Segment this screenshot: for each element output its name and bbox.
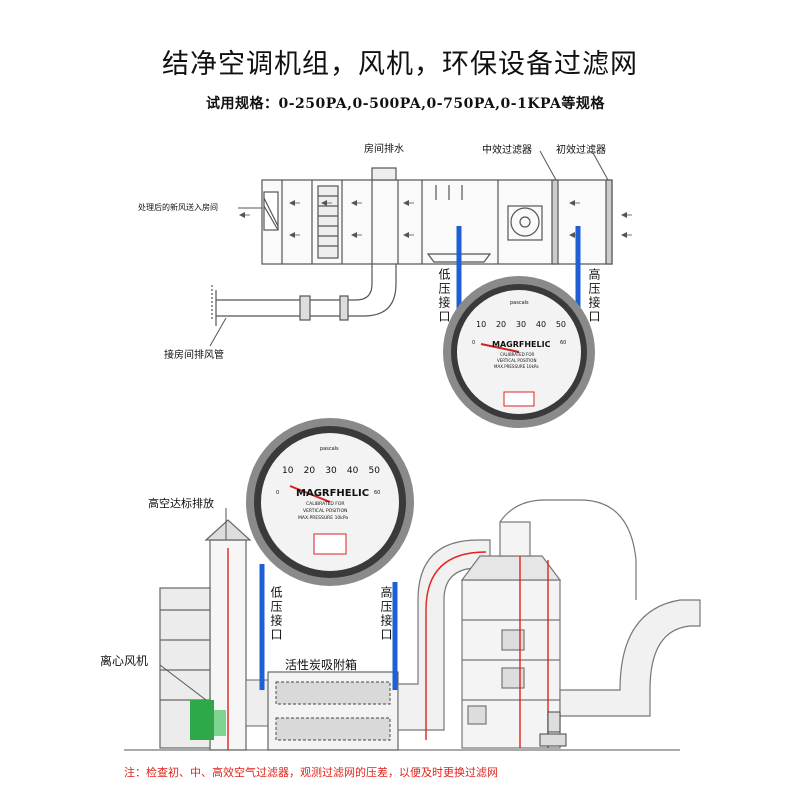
gauge-top-scale: 10 20 30 40 50: [476, 320, 566, 329]
inlet-duct: [559, 599, 701, 717]
gauge-top-unit: pascals: [510, 300, 529, 306]
leader-medium-filter: [539, 150, 557, 181]
label-fresh-air: 处理后的新风送入房间: [138, 203, 218, 212]
pump: [539, 711, 567, 747]
centrifugal-fan: [190, 700, 214, 740]
leader-fan: [159, 664, 207, 701]
gauge-bottom-max: MAX.PRESSURE 10kPa: [298, 516, 349, 521]
connecting-duct: [397, 539, 491, 740]
gauge-top-brand: MAGRFHELIC: [492, 340, 551, 349]
gauge-bottom-cal1: CALIBRATED FOR: [306, 502, 345, 507]
gauge-bottom-tick: 40: [346, 466, 359, 476]
gauge-top-tick: 50: [555, 320, 566, 329]
gauge-top-tick: 10: [476, 320, 487, 329]
page-title: 结净空调机组，风机，环保设备过滤网: [162, 49, 638, 80]
gauge-bottom-zero: 0: [276, 490, 280, 496]
gauge-bottom-tick: 20: [303, 466, 316, 476]
gauge-bottom-brand: MAGRFHELIC: [296, 488, 370, 499]
gauge-bottom-tick: 50: [368, 466, 380, 476]
gauge-top-tick: 20: [495, 320, 507, 329]
air-handling-unit: [261, 167, 613, 265]
gauge-top-max: MAX.PRESSURE 10kPa: [494, 364, 539, 369]
label-exhaust-pipe: 接房间排风管: [164, 350, 224, 361]
label-room-drain: 房间排水: [364, 144, 404, 155]
gauge-bottom-unit: pascals: [320, 446, 339, 452]
exhaust-duct: [211, 264, 397, 326]
gauge-bottom-tick: 10: [282, 466, 294, 476]
gauge-bottom-max-tick: 60: [374, 490, 381, 496]
label-high-port-bottom: 高压接口: [379, 586, 393, 642]
spec-subtitle: 试用规格：0-250PA,0-500PA,0-750PA,0-1KPA等规格: [206, 96, 605, 112]
gauge-top-tick: 40: [535, 320, 547, 329]
fan-motor: [214, 710, 226, 736]
pressure-gauge-top: [443, 276, 595, 428]
scrubber-tower: [460, 499, 637, 749]
gauge-bottom-scale: 10 20 30 40 50: [282, 466, 380, 476]
gauge-top-zero: 0: [472, 340, 476, 346]
label-medium-filter: 中效过滤器: [482, 145, 532, 156]
gauge-bottom-cal2: VERTICAL POSITION: [303, 509, 348, 514]
label-low-port-top: 低压接口: [437, 268, 451, 324]
label-stack: 高空达标排放: [148, 497, 214, 510]
leader-exhaust: [209, 317, 227, 347]
label-primary-filter: 初效过滤器: [556, 145, 606, 156]
leader-primary-filter: [591, 150, 609, 181]
gauge-top-max-tick: 60: [560, 340, 567, 346]
label-high-port-top: 高压接口: [587, 268, 601, 324]
label-carbon-box: 活性炭吸附箱: [285, 658, 358, 672]
gauge-top-cal2: VERTICAL POSITION: [497, 358, 537, 363]
label-fan: 离心风机: [100, 654, 149, 668]
fan-duct: [245, 679, 269, 727]
pressure-gauge-bottom: [246, 418, 414, 586]
carbon-adsorption-box: [267, 671, 399, 751]
footer-note: 注：检查初、中、高效空气过滤器，观测过滤网的压差，以便及时更换过滤网: [124, 766, 498, 779]
gauge-top-cal1: CALIBRATED FOR: [500, 352, 535, 357]
gauge-bottom-tick: 30: [325, 466, 337, 476]
gauge-top-tick: 30: [515, 320, 527, 329]
label-low-port-bottom: 低压接口: [269, 586, 283, 642]
